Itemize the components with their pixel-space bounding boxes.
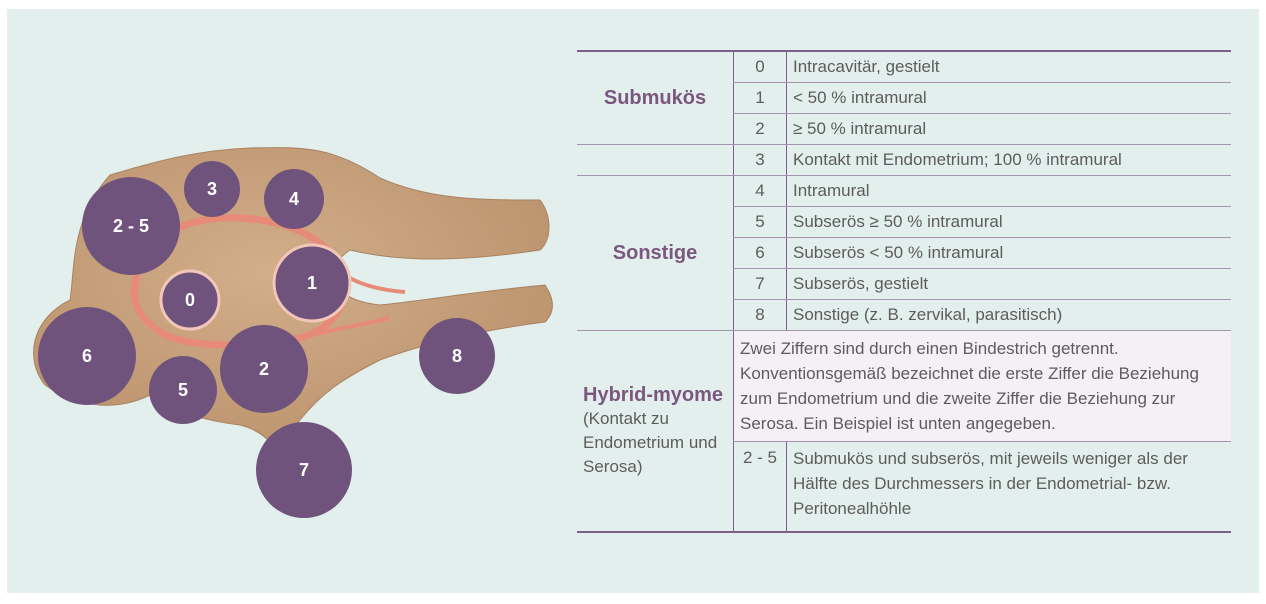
fibroid-label: 1: [307, 273, 317, 293]
type-description: ≥ 50 % intramural: [787, 114, 1232, 145]
table-row: Submukös 0 Intracavitär, gestielt: [577, 51, 1231, 83]
type-number: 1: [734, 83, 787, 114]
type-number: 2: [734, 114, 787, 145]
fibroid-badge-1: 1: [274, 245, 350, 321]
type-description: Subserös < 50 % intramural: [787, 238, 1232, 269]
fibroid-label: 2: [259, 359, 269, 379]
fibroid-badge-8: 8: [419, 318, 495, 394]
table-row: Sonstige 4 Intramural: [577, 176, 1231, 207]
type-number: 5: [734, 207, 787, 238]
type-description: < 50 % intramural: [787, 83, 1232, 114]
fibroid-badge-0: 0: [161, 271, 219, 329]
group-submucous: Submukös: [577, 51, 734, 145]
type-description: Subserös ≥ 50 % intramural: [787, 207, 1232, 238]
group-hybrid: Hybrid-myome (Kontakt zu Endometrium und…: [577, 331, 734, 533]
hybrid-subtitle: (Kontakt zu Endometrium und Serosa): [583, 407, 729, 479]
fibroid-badge-7: 7: [256, 422, 352, 518]
type-number: 4: [734, 176, 787, 207]
fibroid-badge-5: 5: [149, 356, 217, 424]
fibroid-label: 4: [289, 189, 299, 209]
type-description: Intramural: [787, 176, 1232, 207]
fibroid-label: 5: [178, 380, 188, 400]
type-number: 3: [734, 145, 787, 176]
classification-table: Submukös 0 Intracavitär, gestielt 1 < 50…: [577, 50, 1231, 533]
fibroid-label: 6: [82, 346, 92, 366]
type-number: 6: [734, 238, 787, 269]
type-description: Intracavitär, gestielt: [787, 51, 1232, 83]
fibroid-label: 0: [185, 290, 195, 310]
hybrid-title: Hybrid-myome: [583, 383, 729, 407]
type-description: Submukös und subserös, mit jeweils wenig…: [787, 442, 1232, 533]
table-row: Hybrid-myome (Kontakt zu Endometrium und…: [577, 331, 1231, 442]
type-number: 2 - 5: [734, 442, 787, 533]
type-description: Subserös, gestielt: [787, 269, 1232, 300]
hybrid-note: Zwei Ziffern sind durch einen Bindestric…: [734, 331, 1232, 442]
type-number: 7: [734, 269, 787, 300]
fibroid-label: 3: [207, 179, 217, 199]
type-number: 0: [734, 51, 787, 83]
type-description: Kontakt mit Endometrium; 100 % intramura…: [787, 145, 1232, 176]
table-row: 3 Kontakt mit Endometrium; 100 % intramu…: [577, 145, 1231, 176]
fibroid-badge-4: 4: [264, 169, 324, 229]
type-number: 8: [734, 300, 787, 331]
group-other: Sonstige: [577, 176, 734, 331]
fibroid-badge-2: 2: [220, 325, 308, 413]
group-empty: [577, 145, 734, 176]
fibroid-label: 7: [299, 460, 309, 480]
fibroid-badge-2-5: 2 - 5: [82, 177, 180, 275]
type-description: Sonstige (z. B. zervikal, parasitisch): [787, 300, 1232, 331]
fibroid-label: 2 - 5: [113, 216, 149, 236]
fibroid-label: 8: [452, 346, 462, 366]
fibroid-badge-3: 3: [184, 161, 240, 217]
fibroid-badge-6: 6: [38, 307, 136, 405]
